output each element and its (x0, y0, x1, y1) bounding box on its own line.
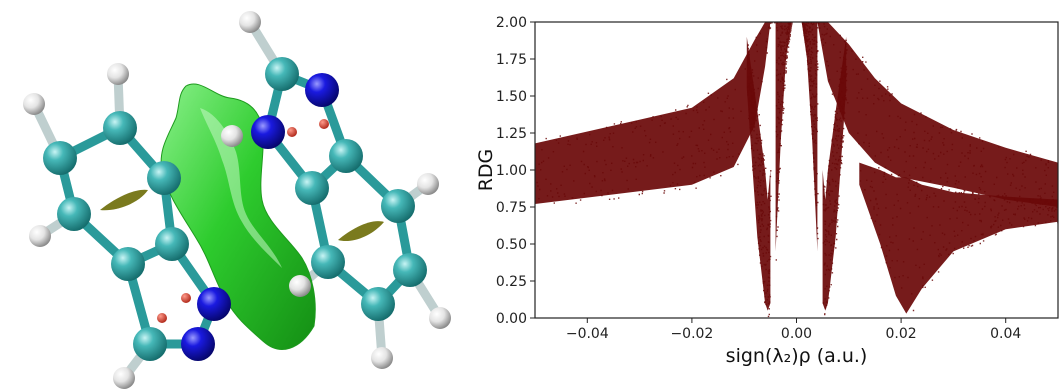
x-tick-label: 0.00 (781, 326, 812, 342)
axis-ticks: −0.04 −0.02 0.00 0.02 0.04 0.00 0.25 0.50 0.75 1.… (496, 15, 1022, 342)
nitrogen-atom (197, 287, 231, 321)
hydrogen-atom (113, 367, 135, 389)
hydrogen-atom (371, 347, 393, 369)
x-tick-label: 0.02 (886, 326, 917, 342)
scatter-region-0 (535, 22, 776, 204)
bond-critical-point (287, 127, 297, 137)
x-tick-label: −0.02 (670, 326, 713, 342)
carbon-atom (393, 253, 427, 287)
scatter-points (746, 44, 772, 318)
x-tick-label: 0.04 (990, 326, 1021, 342)
atoms (23, 11, 451, 389)
y-tick-label: 1.25 (496, 126, 527, 142)
carbon-atom (381, 189, 415, 223)
y-tick-label: 1.00 (496, 163, 527, 179)
y-tick-label: 1.50 (496, 89, 527, 105)
hydrogen-atom (221, 125, 243, 147)
scatter-points (775, 22, 793, 261)
y-tick-label: 0.75 (496, 200, 527, 216)
bond-critical-point (181, 293, 191, 303)
hydrogen-atom (29, 225, 51, 247)
scatter-regions (535, 22, 1058, 318)
plot-frame (534, 21, 1059, 319)
carbon-atom (103, 111, 137, 145)
scatter-band (801, 22, 818, 252)
nci-isosurface (160, 83, 316, 350)
scatter-region-6 (859, 162, 1058, 314)
scatter-region-3 (801, 22, 819, 252)
scatter-band (859, 162, 1058, 314)
hydrogen-atom (417, 173, 439, 195)
hydrogen-atom (289, 275, 311, 297)
y-tick-label: 0.50 (496, 237, 527, 253)
carbon-atom (147, 161, 181, 195)
scatter-region-1 (746, 36, 772, 318)
scatter-region-2 (775, 22, 793, 261)
carbon-atom (155, 227, 189, 261)
scatter-band (775, 22, 792, 252)
isosurface-right-ring (338, 221, 384, 242)
scatter-band (535, 22, 776, 204)
y-tick-label: 0.00 (496, 311, 527, 327)
rdg-scatter-plot: −0.04 −0.02 0.00 0.02 0.04 0.00 0.25 0.50 0.75 1.… (475, 15, 1059, 367)
molecule-nci-render (23, 11, 451, 389)
carbon-atom (329, 139, 363, 173)
y-tick-label: 2.00 (496, 15, 527, 31)
hydrogen-atom (429, 307, 451, 329)
bond-critical-point (157, 313, 167, 323)
nitrogen-atom (181, 327, 215, 361)
carbon-atom (43, 141, 77, 175)
carbon-atom (361, 287, 395, 321)
x-axis-label: sign(λ₂)ρ (a.u.) (726, 345, 868, 367)
scatter-band (817, 22, 1058, 207)
bond-critical-point (319, 119, 329, 129)
x-tick-label: −0.04 (566, 326, 609, 342)
scatter-region-5 (817, 22, 1058, 210)
y-tick-label: 0.25 (496, 274, 527, 290)
y-axis-label: RDG (475, 149, 497, 192)
carbon-atom (311, 245, 345, 279)
hydrogen-atom (239, 11, 261, 33)
carbon-atom (295, 171, 329, 205)
hydrogen-atom (23, 93, 45, 115)
carbon-atom (57, 197, 91, 231)
carbon-atom (111, 247, 145, 281)
hydrogen-atom (107, 63, 129, 85)
y-tick-label: 1.75 (496, 52, 527, 68)
nitrogen-atom (251, 115, 285, 149)
isosurface-left-ring (100, 189, 148, 211)
nci-isosurface-highlight (200, 108, 282, 268)
carbon-atom (265, 57, 299, 91)
carbon-atom (133, 327, 167, 361)
nitrogen-atom (305, 73, 339, 107)
